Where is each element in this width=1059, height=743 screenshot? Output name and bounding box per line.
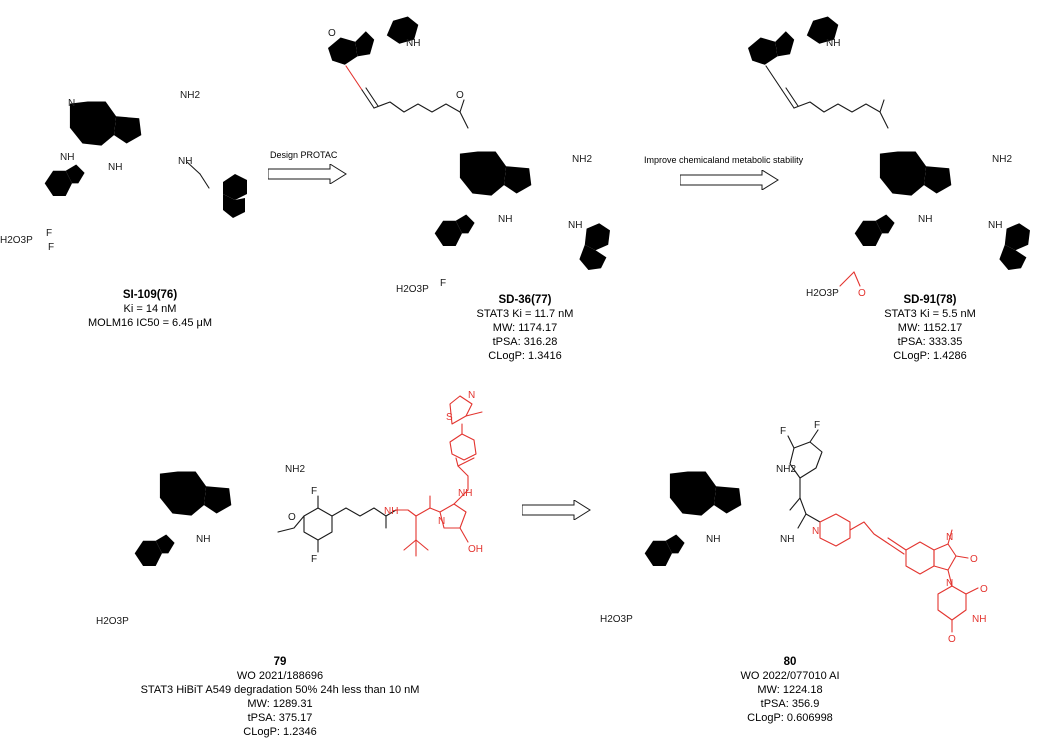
atom-label: NH xyxy=(972,614,986,625)
structure-sd36: NH2 O NH O NH NH H2O3P F xyxy=(328,8,610,295)
atom-label: NH2 xyxy=(992,154,1012,165)
atom-label: N xyxy=(468,390,475,401)
caption-line: tPSA: 375.17 xyxy=(247,712,313,724)
caption-line: STAT3 HiBiT A549 degradation 50% 24h les… xyxy=(140,684,420,696)
compound-name: SD-91(78) xyxy=(903,294,957,306)
caption-line: WO 2022/077010 AI xyxy=(740,670,840,682)
structure-si109: NH2 NH NH NH N H2O3P F F xyxy=(0,78,247,253)
atom-label: F xyxy=(311,486,317,497)
atom-label: NH xyxy=(780,534,794,545)
caption-80: 80 WO 2022/077010 AI MW: 1224.18 tPSA: 3… xyxy=(710,655,870,725)
atom-label: N xyxy=(68,98,75,109)
arrow-improve-stability xyxy=(680,170,779,190)
atom-label: OH xyxy=(468,544,483,555)
compound-name: SD-36(77) xyxy=(498,294,552,306)
atom-label: H2O3P xyxy=(806,288,839,299)
atom-label: NH2 xyxy=(285,464,305,475)
atom-label: NH xyxy=(178,156,192,167)
arrow-label-design-protac: Design PROTAC xyxy=(270,150,338,160)
caption-line: tPSA: 316.28 xyxy=(492,336,558,348)
atom-label: N xyxy=(812,526,819,537)
atom-label: S xyxy=(446,412,453,423)
atom-label: O xyxy=(980,584,988,595)
atom-label: O xyxy=(288,512,296,523)
atom-label: N xyxy=(946,578,953,589)
caption-line: CLogP: 1.4286 xyxy=(893,350,967,362)
atom-label: H2O3P xyxy=(0,235,33,246)
caption-line: tPSA: 356.9 xyxy=(760,698,820,710)
caption-line: CLogP: 1.3416 xyxy=(488,350,562,362)
atom-label: O xyxy=(328,28,336,39)
structure-sd91: NH2 NH NH NH H2O3P O xyxy=(748,8,1030,299)
compound-name: SI-109(76) xyxy=(122,289,178,301)
atom-label: NH xyxy=(568,220,582,231)
caption-79: 79 WO 2021/188696 STAT3 HiBiT A549 degra… xyxy=(120,655,440,739)
atom-label: O xyxy=(970,554,978,565)
caption-line: MW: 1289.31 xyxy=(247,698,313,710)
atom-label: NH xyxy=(458,488,472,499)
caption-sd91: SD-91(78) STAT3 Ki = 5.5 nM MW: 1152.17 … xyxy=(860,293,1000,363)
atom-label: NH xyxy=(826,38,840,49)
atom-label: NH2 xyxy=(572,154,592,165)
atom-label: F xyxy=(814,420,820,431)
atom-label: F xyxy=(48,242,54,253)
caption-line: MW: 1152.17 xyxy=(897,322,963,334)
caption-line: CLogP: 0.606998 xyxy=(747,712,833,724)
atom-label: NH xyxy=(706,534,720,545)
atom-label: NH xyxy=(196,534,210,545)
atom-label: NH xyxy=(384,506,398,517)
atom-label: NH2 xyxy=(776,464,796,475)
atom-label: N xyxy=(438,516,445,527)
atom-label: NH xyxy=(60,152,74,163)
atom-label: O xyxy=(858,288,866,299)
arrow-79-to-80 xyxy=(522,500,591,520)
compound-name: 79 xyxy=(273,656,287,668)
atom-label: F xyxy=(440,278,446,289)
structure-79: NH2 F F O NH NH N NH OH S N H2O3P xyxy=(96,390,483,627)
caption-line: STAT3 Ki = 5.5 nM xyxy=(884,308,976,320)
structure-80: NH2 F F NH NH N N O N NH O O H2O3P xyxy=(600,420,988,645)
caption-line: MW: 1224.18 xyxy=(757,684,823,696)
caption-line: STAT3 Ki = 11.7 nM xyxy=(476,308,574,320)
atom-label: O xyxy=(948,634,956,645)
caption-line: MW: 1174.17 xyxy=(492,322,558,334)
caption-line: MOLM16 IC50 = 6.45 μM xyxy=(87,317,213,329)
atom-label: F xyxy=(780,426,786,437)
atom-label: H2O3P xyxy=(96,616,129,627)
atom-label: F xyxy=(311,554,317,565)
arrow-design-protac xyxy=(268,164,347,184)
atom-label: H2O3P xyxy=(600,614,633,625)
atom-label: F xyxy=(46,228,52,239)
atom-label: NH xyxy=(498,214,512,225)
caption-line: WO 2021/188696 xyxy=(236,670,324,682)
caption-si109: SI-109(76) Ki = 14 nM MOLM16 IC50 = 6.45… xyxy=(70,288,230,330)
atom-label: NH xyxy=(918,214,932,225)
caption-line: Ki = 14 nM xyxy=(123,303,177,315)
atom-label: NH2 xyxy=(180,90,200,101)
caption-line: CLogP: 1.2346 xyxy=(243,726,317,738)
caption-line: tPSA: 333.35 xyxy=(897,336,963,348)
caption-sd36: SD-36(77) STAT3 Ki = 11.7 nM MW: 1174.17… xyxy=(455,293,595,363)
compound-name: 80 xyxy=(783,656,797,668)
atom-label: NH xyxy=(108,162,122,173)
atom-label: O xyxy=(456,90,464,101)
atom-label: N xyxy=(946,532,953,543)
arrow-label-improve-stability: Improve chemicaland metabolic stability xyxy=(644,155,804,165)
atom-label: NH xyxy=(988,220,1002,231)
atom-label: NH xyxy=(406,38,420,49)
atom-label: H2O3P xyxy=(396,284,429,295)
